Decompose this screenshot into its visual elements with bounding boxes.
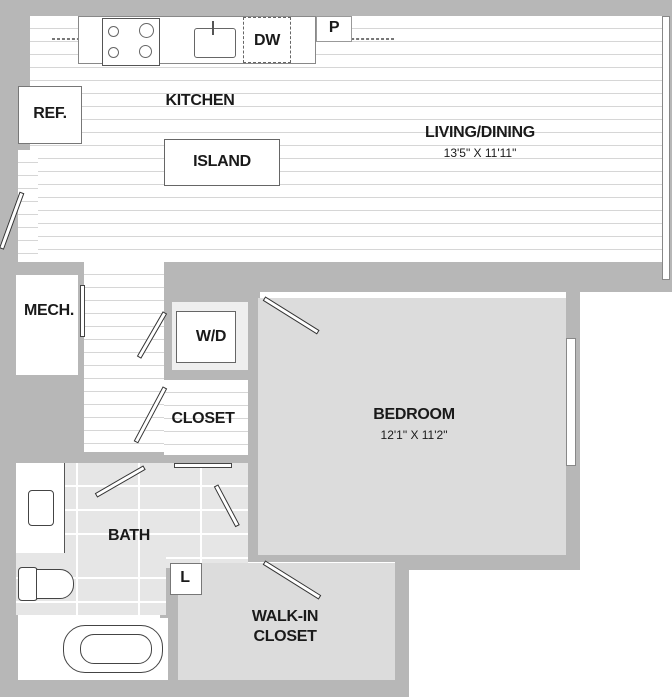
pantry-label: P: [328, 19, 340, 36]
bath-label: BATH: [107, 527, 151, 544]
linen-label: L: [180, 569, 190, 586]
island-label: ISLAND: [193, 153, 251, 170]
walk-in-closet-label-line1: WALK-IN: [251, 608, 319, 625]
wall-walkin-right: [395, 555, 409, 697]
living-window: [662, 16, 670, 280]
refrigerator-label: REF.: [33, 105, 67, 122]
wall-top: [0, 0, 672, 16]
entry-floor: [18, 150, 38, 262]
pantry: [316, 16, 352, 42]
living-dining-label: LIVING/DINING: [425, 124, 535, 141]
living-dining-dimensions: 13'5" X 11'11": [443, 146, 517, 160]
dishwasher-label: DW: [253, 32, 281, 49]
bath-shelf: [174, 463, 232, 468]
mech-closet: [16, 275, 78, 375]
linen-closet: [170, 563, 202, 595]
washer-dryer-label: W/D: [195, 328, 227, 345]
closet-label: CLOSET: [171, 410, 235, 427]
toilet-bowl: [36, 569, 74, 599]
walk-in-closet-floor: [178, 563, 395, 680]
sink-icon: [28, 490, 54, 526]
toilet-tank: [18, 567, 38, 601]
burner-icon: [139, 23, 154, 38]
closet-floor: [164, 380, 248, 455]
bedroom-floor: [258, 298, 566, 555]
walk-in-closet-label-line2: CLOSET: [253, 628, 317, 645]
dishwasher: [243, 17, 291, 63]
cooktop: [102, 18, 160, 66]
bedroom-label: BEDROOM: [373, 406, 455, 423]
refrigerator: [18, 86, 82, 144]
hallway-floor: [84, 262, 164, 452]
mech-label: MECH.: [23, 302, 75, 319]
sink-icon: [194, 21, 236, 58]
bedroom-window: [566, 338, 576, 466]
burner-icon: [139, 45, 152, 58]
bedroom-dimensions: 12'1" X 11'2": [380, 428, 448, 442]
mech-door: [80, 285, 85, 337]
wall-bedroom-bottom: [395, 555, 580, 570]
bathtub-icon: [63, 625, 163, 673]
kitchen-label: KITCHEN: [165, 92, 235, 109]
burner-icon: [108, 47, 119, 58]
burner-icon: [108, 26, 119, 37]
wall-bottom: [0, 680, 409, 697]
washer-dryer: [176, 311, 236, 363]
island: [164, 139, 280, 186]
